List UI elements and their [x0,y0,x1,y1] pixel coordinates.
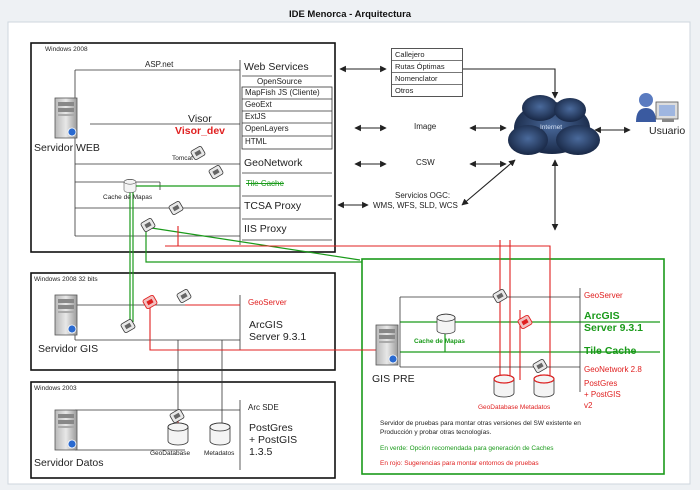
tomcat-label: Tomcat [172,155,193,162]
pre-postgis-version-label: v2 [584,401,593,410]
pre-note-label: Servidor de pruebas para montar otras ve… [380,420,581,427]
web-connectors [74,69,240,237]
database-green-icon [436,313,456,335]
opensource-label: OpenSource [257,77,302,86]
services-list: Callejero Rutas Óptimas Nomenclator Otro… [391,48,463,97]
legend-red-label: En rojo: Sugerencias para montar entorno… [380,460,539,467]
web-services-label: Web Services [244,61,309,73]
geoserver-label: GeoServer [248,298,287,307]
services-list-item: Rutas Óptimas [392,61,462,73]
pre-postgres-label: PostGres [584,379,618,388]
stack-item: ExtJS [245,112,266,121]
iis-proxy-label: IIS Proxy [244,223,287,235]
database-red-outlines [493,374,555,384]
box-label-gis: Windows 2008 32 bits [34,276,98,283]
visor-dev-label: Visor_dev [175,125,226,137]
database-icon [123,179,137,193]
metadatos-label: Metadatos [204,450,235,457]
pre-geodatabase-metadatos-label: GeoDatabase Metadatos [478,404,551,411]
database-red-icon [493,374,515,398]
postgis-label: + PostGIS [249,434,298,446]
image-label: Image [414,122,437,131]
server-web-icon [54,97,78,139]
arrows [337,65,631,231]
server-gis-pre-icon [375,324,399,366]
postgis-version-label: 1.3.5 [249,446,273,458]
ogc-label: Servicios OGC: [395,191,451,200]
server-web-label: Servidor WEB [34,142,100,154]
visor-label: Visor [188,113,212,125]
pre-geonetwork-label: GeoNetwork 2.8 [584,365,642,374]
arcsde-label: Arc SDE [248,403,279,412]
web-stack-lines [239,60,333,245]
diagram-title: IDE Menorca - Arquitectura [288,9,412,20]
server-datos-label: Servidor Datos [34,457,104,469]
usuario-label: Usuario [649,125,686,137]
database-icon [209,422,231,446]
tile-cache-label: Tile Cache [246,179,284,188]
pre-note-label-2: Producción y probar otras tecnologías. [380,429,492,436]
box-gis-pre [361,258,665,475]
pre-cache-mapas-label: Cache de Mapas [414,338,465,345]
server-gis-label: Servidor GIS [38,343,99,355]
services-list-item: Otros [395,86,414,95]
stack-item: MapFish JS (Cliente) [245,88,320,97]
server-gis-pre-label: GIS PRE [372,373,415,385]
services-list-item: Nomenclator [392,73,462,85]
server-datos-icon [54,409,78,451]
internet-cloud-icon [508,95,600,155]
database-red-icon [533,374,555,398]
pre-arcgis-label: ArcGIS [584,310,620,322]
geonetwork-label: GeoNetwork [244,157,303,169]
stack-item: OpenLayers [245,124,289,133]
geodatabase-label: GeoDatabase [150,450,191,457]
pre-connectors [399,288,581,392]
database-icon [167,422,189,446]
internet-label: Internet [540,124,563,131]
tcsa-proxy-label: TCSA Proxy [244,200,302,212]
cache-mapas-label: Cache de Mapas [103,194,153,201]
pre-tile-cache-label: Tile Cache [584,345,637,357]
stack-item: HTML [245,137,267,146]
arcgis-version-label: Server 9.3.1 [249,331,307,343]
box-label-datos: Windows 2003 [34,385,77,392]
red-connectors [149,226,551,438]
box-windows-2008 [30,42,336,253]
server-gis-icon [54,294,78,336]
csw-label: CSW [416,158,435,167]
arcgis-label: ArcGIS [249,319,283,331]
box-label-web: Windows 2008 [45,46,88,53]
ogc-list-label: WMS, WFS, SLD, WCS [373,201,458,210]
postgres-label: PostGres [249,422,293,434]
legend-green-label: En verde: Opción recomendada para genera… [380,445,554,452]
pre-arcgis-version-label: Server 9.3.1 [584,322,643,334]
services-list-item: Callejero [392,49,462,61]
aspnet-label: ASP.net [145,60,174,69]
pre-geoserver-label: GeoServer [584,291,623,300]
user-icon [636,93,679,122]
stack-item: GeoExt [245,100,272,109]
pre-postgis-label: + PostGIS [584,390,621,399]
box-windows-2008-32 [30,272,336,371]
